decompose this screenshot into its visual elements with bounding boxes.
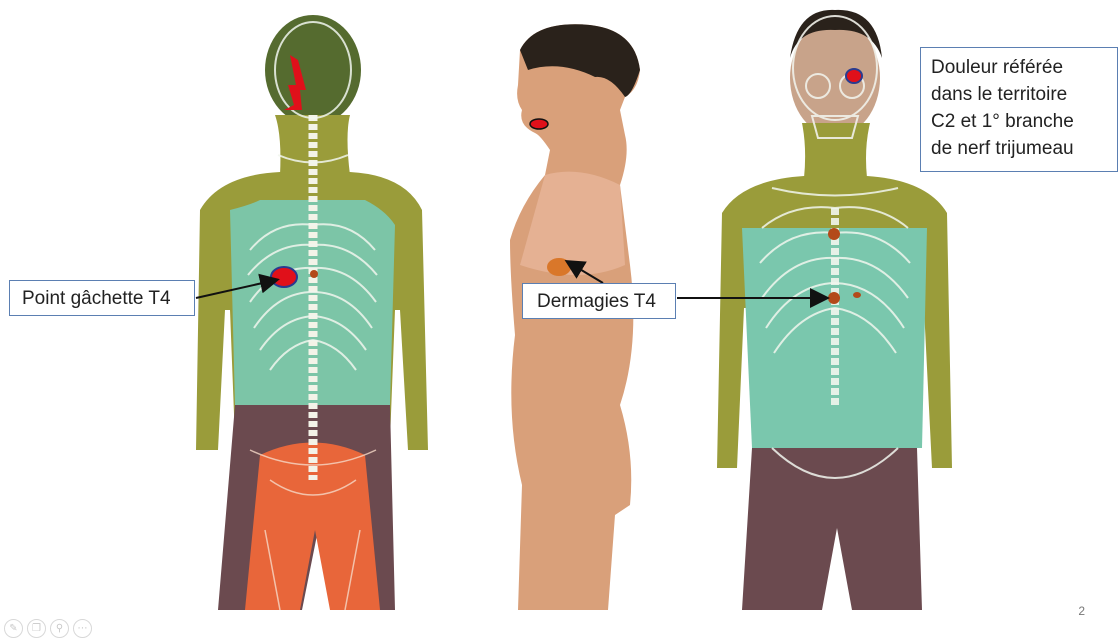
trigger-point-callout: Point gâchette T4 (9, 280, 195, 316)
pen-icon[interactable]: ✎ (4, 619, 23, 638)
more-icon[interactable]: ⋯ (73, 619, 92, 638)
referred-pain-line: C2 et 1° branche (931, 108, 1107, 135)
trigger-point-label: Point gâchette T4 (22, 288, 171, 309)
trigger-arrow (196, 280, 276, 298)
dermalgia-side-arrow (568, 262, 603, 283)
referred-pain-line: Douleur référée (931, 54, 1107, 81)
referred-pain-line: de nerf trijumeau (931, 135, 1107, 162)
copy-icon[interactable]: ❐ (27, 619, 46, 638)
zoom-icon[interactable]: ⚲ (50, 619, 69, 638)
slide-toolbar: ✎ ❐ ⚲ ⋯ (4, 619, 92, 638)
page-number: 2 (1078, 604, 1085, 618)
dermalgia-callout: Dermagies T4 (522, 283, 676, 319)
dermalgia-label: Dermagies T4 (537, 291, 656, 312)
referred-pain-line: dans le territoire (931, 81, 1107, 108)
referred-pain-callout: Douleur référée dans le territoire C2 et… (920, 47, 1118, 172)
